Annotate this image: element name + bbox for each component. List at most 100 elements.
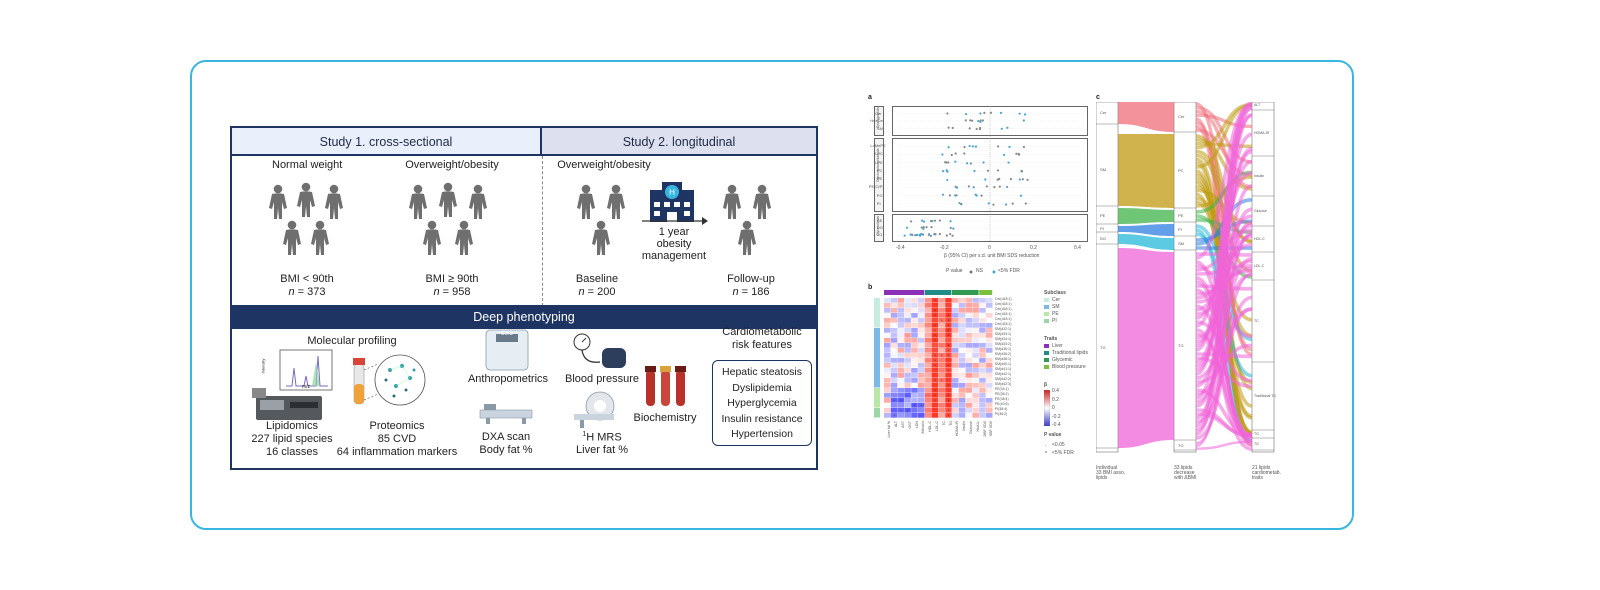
heatmap-cell <box>945 358 952 363</box>
heatmap-cell <box>884 383 891 388</box>
forest-point <box>941 153 944 156</box>
alluvial-flow <box>1118 224 1174 236</box>
heatmap-cell <box>931 373 939 378</box>
heatmap-cell <box>965 368 973 373</box>
heatmap-cell <box>904 403 911 408</box>
alluvial-node-label: HOMA-IR <box>1254 131 1270 135</box>
forest-point <box>979 112 982 115</box>
panel-b-subclass-title: Subclass <box>1044 290 1066 296</box>
heatmap-cell <box>945 298 952 303</box>
heatmap-cell <box>918 318 925 323</box>
heatmap-cell <box>938 378 945 383</box>
forest-point <box>933 233 936 236</box>
heatmap-row-label: PI(36:2) <box>994 412 1008 416</box>
svg-text:*: * <box>1045 451 1047 457</box>
forest-point <box>1020 170 1024 173</box>
heatmap-cell <box>945 413 952 418</box>
heatmap-cell <box>924 398 932 403</box>
heatmap-cell <box>979 348 986 353</box>
heatmap-cell <box>884 413 891 418</box>
normal-weight-label: Normal weight <box>272 159 343 171</box>
forest-point <box>955 186 959 189</box>
heatmap-cell <box>890 358 898 363</box>
heatmap-cell <box>938 358 945 363</box>
forest-point <box>996 169 1000 172</box>
heatmap-cell <box>911 328 918 333</box>
forest-point <box>997 145 1000 148</box>
forest-point <box>942 169 945 173</box>
heatmap-cell <box>972 313 979 318</box>
alluvial-node-label: PE <box>1100 213 1106 218</box>
heatmap-cell <box>911 353 918 358</box>
lipid-classes-label: 16 classes <box>266 446 318 458</box>
heatmap-cell <box>911 308 918 313</box>
heatmap-cell <box>972 393 979 398</box>
heatmap-cell <box>924 343 932 348</box>
heatmap-col-label: Liver fat % <box>887 421 892 438</box>
heatmap-cell <box>911 408 918 413</box>
panel-a-label: a <box>868 94 872 101</box>
forest-point <box>1011 202 1014 205</box>
heatmap-cell <box>958 318 966 323</box>
arrow-right-icon <box>642 217 708 225</box>
heatmap-cell <box>924 378 932 383</box>
heatmap-cell <box>884 328 891 333</box>
heatmap-cell <box>979 388 986 393</box>
forest-point <box>969 162 973 165</box>
heatmap-cell <box>890 363 898 368</box>
heatmap-cell <box>972 363 979 368</box>
panel-b-pvalue-symbols: · * <box>1045 443 1047 457</box>
heatmap-cell <box>965 313 973 318</box>
heatmap-cell <box>890 318 898 323</box>
over-bmi-label: BMI ≥ 90th <box>425 273 479 285</box>
forest-point <box>984 178 987 181</box>
forest-point <box>933 219 937 222</box>
alluvial-node-label: PI <box>1178 227 1182 232</box>
heatmap-cell <box>979 318 986 323</box>
heatmap-cell <box>945 343 952 348</box>
heatmap-cell <box>897 298 905 303</box>
forest-point <box>950 153 953 157</box>
baseline-label: Baseline <box>575 273 619 285</box>
heatmap-sig-mark: * <box>934 334 936 338</box>
heatmap-cell <box>918 363 925 368</box>
forest-row-label: PI <box>876 200 881 206</box>
heatmap-cell <box>931 338 939 343</box>
alluvial-node-label: ALT <box>1254 103 1261 107</box>
forest-point <box>1021 178 1024 181</box>
heatmap-cell <box>958 328 966 333</box>
traits-legend-item: Liver <box>1052 343 1063 349</box>
blood-pressure-cuff-icon <box>573 333 626 368</box>
heatmap-cell <box>890 373 898 378</box>
heatmap-cell <box>918 368 925 373</box>
heatmap-col-label: Glucose <box>969 421 973 434</box>
heatmap-cell <box>897 348 905 353</box>
heatmap-cell <box>897 408 905 413</box>
heatmap-cell <box>965 383 973 388</box>
heatmap-cell <box>904 383 911 388</box>
heatmap-cell <box>890 413 898 418</box>
forest-point <box>925 226 928 229</box>
normal-weight-people-icon <box>269 182 343 255</box>
heatmap-row-label: SM(d41:1) <box>994 367 1012 371</box>
forest-point <box>967 185 970 188</box>
heatmap-cell <box>890 328 898 333</box>
intervention-label: 1 year obesity management <box>641 226 707 262</box>
heatmap-cell <box>897 333 905 338</box>
mass-spectrometer-icon <box>252 349 333 420</box>
followup-n-label: n = 186 <box>732 286 770 298</box>
liver-fat-label: Liver fat % <box>576 444 628 456</box>
heatmap-cell <box>918 408 925 413</box>
forest-point <box>983 111 986 114</box>
heatmap-cell <box>958 338 966 343</box>
heatmap-cell <box>884 338 891 343</box>
heatmap-cell <box>965 328 973 333</box>
alluvial-flow <box>1118 248 1174 448</box>
heatmap-cell <box>890 383 898 388</box>
heatmap-sig-mark: * <box>948 329 950 333</box>
heatmap-cell <box>904 313 911 318</box>
heatmap-cell <box>972 323 979 328</box>
forest-point <box>1005 185 1009 189</box>
forest-point <box>1015 152 1018 155</box>
legend-swatch <box>1044 358 1049 362</box>
